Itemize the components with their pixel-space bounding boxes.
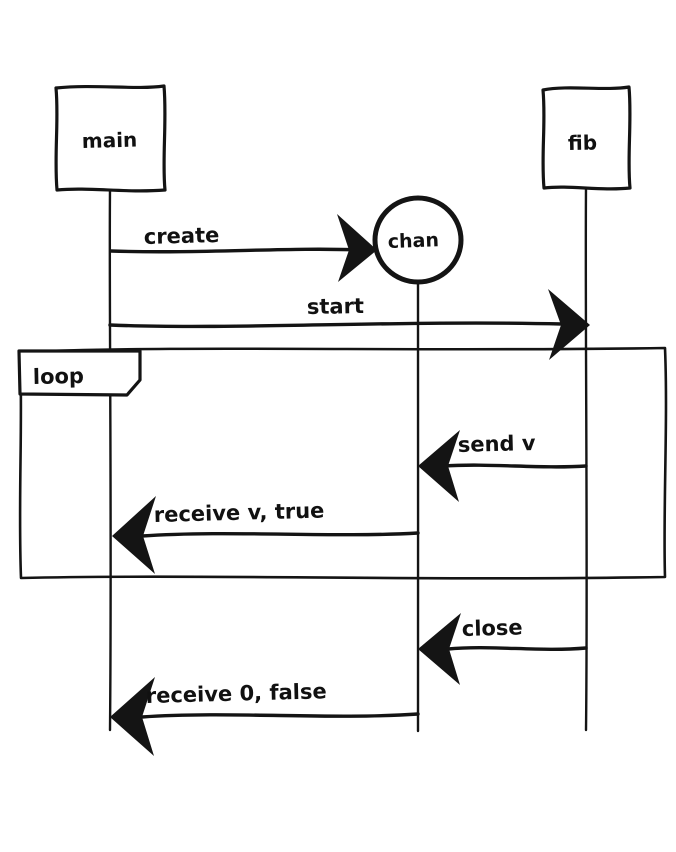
message-receive-false-line (140, 712, 420, 719)
participant-chan[interactable]: chan (372, 195, 464, 285)
message-start-arrowhead (548, 289, 590, 360)
participant-main[interactable]: main (54, 84, 167, 193)
message-create-arrowhead (337, 214, 377, 282)
message-send-v-arrowhead (418, 430, 460, 502)
message-start-line (108, 321, 564, 329)
message-start-label: start (307, 294, 365, 319)
loop-frame-outline (18, 346, 668, 580)
message-receive-true-arrowhead (112, 496, 156, 574)
message-receive-true-label: receive v, true (154, 499, 325, 527)
participant-fib[interactable]: fib (541, 85, 632, 191)
participant-chan-label: chan (387, 229, 439, 253)
participant-main-box[interactable] (54, 84, 167, 193)
lifelines (108, 186, 588, 733)
message-start[interactable]: start (108, 289, 590, 360)
lifeline-fib (584, 186, 588, 732)
participant-chan-circle[interactable] (372, 195, 464, 285)
message-receive-false[interactable]: receive 0, false (110, 677, 420, 756)
message-receive-true-line (140, 531, 420, 538)
loop-label-tab (17, 349, 142, 397)
lifeline-main (108, 188, 112, 732)
message-close-arrowhead (418, 613, 461, 685)
loop-fragment: loop (17, 346, 668, 580)
loop-label: loop (33, 364, 85, 389)
participant-fib-label: fib (568, 130, 598, 155)
message-create[interactable]: create (109, 214, 377, 282)
message-receive-false-label: receive 0, false (146, 679, 327, 708)
lifeline-chan (416, 280, 420, 733)
message-receive-true[interactable]: receive v, true (112, 496, 420, 574)
participant-fib-box[interactable] (541, 85, 632, 191)
message-create-label: create (144, 223, 220, 249)
message-receive-false-arrowhead (110, 677, 155, 756)
message-send-v[interactable]: send v (418, 430, 588, 502)
message-close-label: close (462, 615, 523, 641)
message-close-line (446, 646, 588, 651)
participant-main-label: main (82, 128, 138, 153)
message-send-v-label: send v (458, 431, 537, 457)
message-close[interactable]: close (418, 613, 588, 685)
message-send-v-line (442, 463, 588, 469)
message-create-line (109, 247, 362, 254)
